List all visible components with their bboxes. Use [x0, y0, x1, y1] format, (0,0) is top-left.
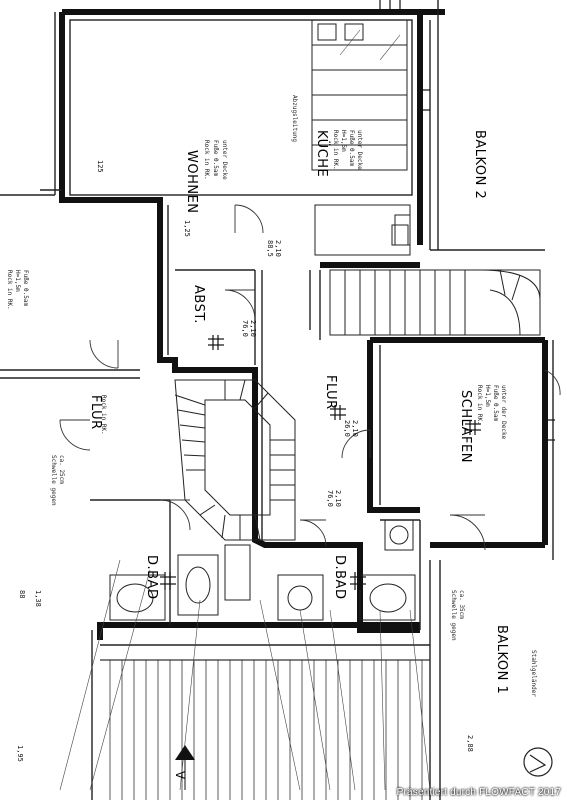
note-schwelle-3: Schwelle gegen [450, 590, 457, 641]
room-label-flur-right: FLUR [323, 375, 338, 410]
note-flur: Rock in RK. [100, 395, 107, 435]
footer-credit: Präsentiert durch FLOWFACT 2017 [396, 787, 561, 798]
note-left-2: H=1,5m [14, 270, 21, 292]
dim-12: 1,95 [16, 745, 24, 762]
right-staircase [329, 269, 541, 336]
cross-markers [160, 335, 481, 590]
outer-walls [59, 9, 548, 640]
room-label-flur-left: FLUR [88, 395, 103, 430]
dim-10: 88 [18, 590, 26, 598]
north-arrow-icon [523, 747, 553, 777]
room-label-balkon1: BALKON 1 [494, 625, 509, 694]
note-schwelle-1: Schwelle gegen [50, 455, 57, 506]
dim-8: 2,10 [351, 420, 359, 437]
dim-3: 88,5 [266, 240, 274, 257]
note-schwelle-4: ca. 35cm [458, 590, 465, 619]
note-schlafen-4: unter der Decke [500, 385, 507, 440]
dim-11: 2,88 [466, 735, 474, 752]
room-label-kueche: KÜCHE [314, 130, 331, 177]
inner-walls [0, 0, 554, 800]
room-label-dbad-right: D.BAD [332, 555, 347, 599]
balkon-1-railing [100, 659, 430, 800]
dim-9: 1,38 [34, 590, 42, 607]
dim-14: 2,10 [334, 490, 342, 507]
leader-lines [59, 29, 431, 791]
dim-5: 76,0 [241, 320, 249, 337]
room-label-balkon2: BALKON 2 [472, 130, 487, 199]
section-marker: A [174, 745, 195, 790]
dim-6: 2,10 [249, 320, 257, 337]
dim-1: 125 [96, 160, 104, 173]
kitchen-counter [311, 19, 411, 256]
note-schlafen-1: Rock in RK. [476, 385, 483, 425]
note-schwelle-2: ca. 25cm [58, 455, 65, 484]
room-label-abst: ABST. [191, 285, 206, 324]
section-marker-label: A [174, 770, 188, 779]
note-stahlgelaender: Stahlgeländer [530, 650, 537, 697]
note-schlafen-2: H=1,5m [484, 385, 491, 407]
note-left-1: Rock in RK. [6, 270, 13, 310]
note-wohnen-1: Rock in RK. [203, 140, 210, 180]
note-abzug: Abzugsleitung [291, 95, 298, 142]
dim-13: 76,0 [326, 490, 334, 507]
room-notes: Rock in RK. Fuße 0.5am unter Decke Rock … [6, 95, 537, 697]
dim-7: 26,0 [343, 420, 351, 437]
dim-2: 1,25 [183, 220, 191, 237]
dim-4: 2,10 [274, 240, 282, 257]
note-kueche-1: Rock in RK. [332, 130, 339, 170]
note-left-3: Fuße 0.5am [22, 270, 29, 307]
left-staircase [174, 379, 296, 541]
room-label-schlafen: SCHLAFEN [458, 390, 473, 463]
note-kueche-4: unter Decke [356, 130, 363, 170]
window-marks [379, 0, 555, 441]
room-label-dbad-left: D.BAD [144, 555, 159, 599]
note-wohnen-2: Fuße 0.5am [212, 140, 219, 177]
note-schlafen-3: Fuße 0.5am [492, 385, 499, 422]
note-kueche-2: H=1,5m [340, 130, 347, 152]
note-kueche-3: Fuße 0.5am [348, 130, 355, 167]
dimension-labels: 125 1,25 88,5 2,10 76,0 2,10 26,0 2,10 1… [16, 160, 474, 762]
room-label-wohnen: WOHNEN [184, 150, 199, 214]
note-wohnen-3: unter Decke [221, 140, 228, 180]
door-swings [59, 204, 561, 551]
